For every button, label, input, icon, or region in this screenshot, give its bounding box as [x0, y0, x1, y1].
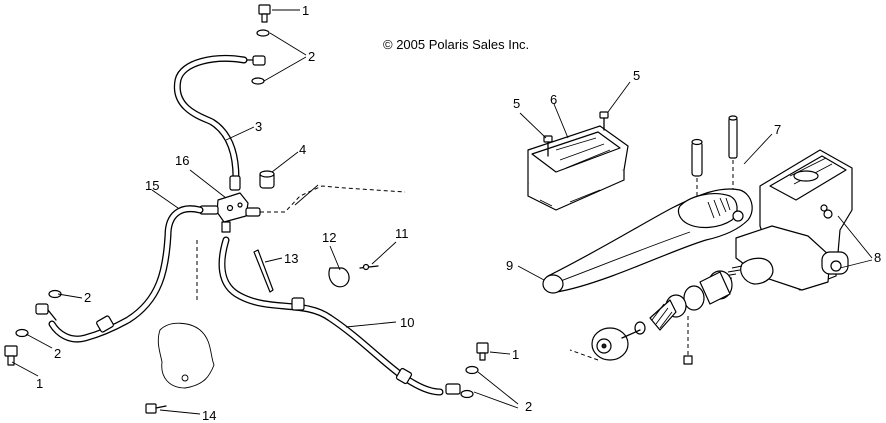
banjo-fitting-top [242, 55, 266, 66]
bolt-bottom [145, 403, 167, 414]
callout-1-left: 1 [36, 376, 43, 391]
callout-9: 9 [506, 258, 513, 273]
callout-15: 15 [145, 178, 159, 193]
banjo-fitting-bottom [445, 383, 461, 395]
callout-14: 14 [202, 408, 216, 423]
callout-5-right: 5 [633, 68, 640, 83]
screw-small [359, 263, 379, 271]
callout-2-top: 2 [308, 49, 315, 64]
callout-2-left-a: 2 [84, 290, 91, 305]
master-cylinder-body [735, 149, 853, 291]
washer-top-a [256, 29, 270, 37]
lever-pin [691, 138, 703, 177]
washer-left-b [15, 328, 29, 338]
washer-bottom-b [460, 389, 474, 399]
callout-2-bottom: 2 [525, 399, 532, 414]
banjo-bolt-left [4, 345, 18, 366]
washer-bottom-a [465, 365, 479, 375]
callout-13: 13 [284, 251, 298, 266]
callout-12: 12 [322, 230, 336, 245]
callout-11: 11 [395, 226, 409, 241]
caliper-bracket [157, 240, 215, 389]
callout-2-left-b: 2 [54, 346, 61, 361]
callout-6: 6 [550, 92, 557, 107]
master-cylinder-assembly [527, 111, 853, 365]
brake-hose-lower [218, 236, 444, 396]
callout-1-top: 1 [302, 3, 309, 18]
callout-4: 4 [299, 142, 306, 157]
callout-7: 7 [774, 122, 781, 137]
callout-5-left: 5 [513, 96, 520, 111]
callout-16: 16 [175, 153, 189, 168]
reservoir-cover [527, 125, 629, 211]
cover-screw-right [599, 111, 609, 131]
brake-lever [542, 188, 753, 294]
brake-hose-upper [173, 54, 248, 191]
callout-1-bottom: 1 [512, 347, 519, 362]
clip [328, 267, 350, 288]
callout-10: 10 [400, 315, 414, 330]
copyright-text: © 2005 Polaris Sales Inc. [383, 37, 529, 52]
brake-line-assembly [4, 4, 489, 414]
brake-pin [253, 249, 274, 293]
washer-left-a [48, 289, 62, 299]
fitting-nut [259, 170, 275, 189]
banjo-fitting-left [35, 303, 57, 321]
washer-top-b [251, 77, 265, 85]
callout-3: 3 [255, 119, 262, 134]
callout-8: 8 [874, 250, 881, 265]
banjo-bolt-top [258, 4, 271, 23]
banjo-bolt-bottom [476, 342, 489, 361]
leader-lines [11, 9, 873, 415]
callout-labels: 1 2 3 4 16 15 2 2 1 13 12 11 10 14 1 2 5… [36, 3, 881, 423]
brake-hose-left [48, 205, 204, 343]
pivot-bolt [728, 115, 738, 159]
piston-assembly [591, 257, 774, 361]
distribution-block [199, 192, 261, 233]
